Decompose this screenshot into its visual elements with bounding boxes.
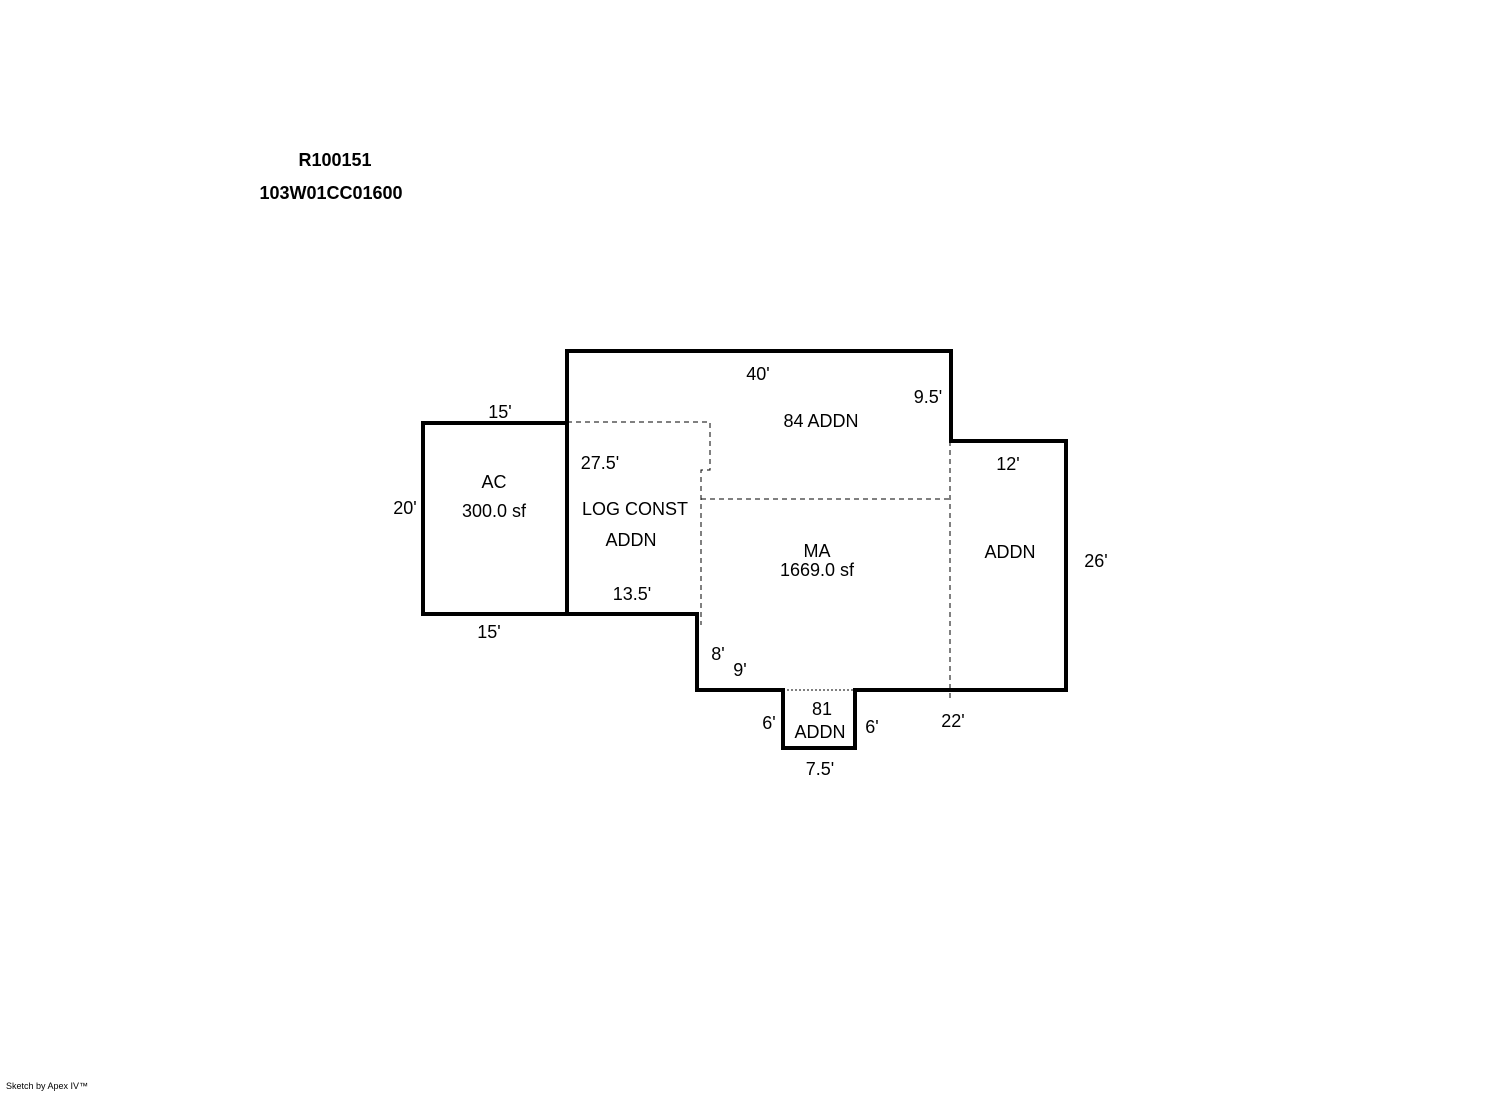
dim-step-9: 9' (733, 660, 746, 680)
ma-label: MA (804, 541, 831, 561)
dim-bump-right-6: 6' (865, 717, 878, 737)
addn-84-label: 84 ADDN (783, 411, 858, 431)
log-const-label: LOG CONST (582, 499, 688, 519)
log-const-boundary (567, 421, 711, 625)
dim-bottom-22: 22' (941, 711, 964, 731)
log-const-addn-label: ADDN (605, 530, 656, 550)
addn-81-label: ADDN (794, 722, 845, 742)
main-building-outline (565, 349, 1068, 750)
ma-size: 1669.0 sf (780, 560, 855, 580)
dim-step-8: 8' (711, 644, 724, 664)
account-id: R100151 (298, 150, 372, 170)
dim-log-275: 27.5' (581, 453, 619, 473)
addn-81-number: 81 (812, 699, 832, 719)
dim-bump-left-6: 6' (762, 713, 775, 733)
dim-ac-left: 20' (393, 498, 416, 518)
ac-label: AC (481, 472, 506, 492)
dim-ac-top: 15' (488, 402, 511, 422)
dim-bump-bottom-75: 7.5' (806, 759, 834, 779)
dim-right-26: 26' (1084, 551, 1107, 571)
ac-size: 300.0 sf (462, 501, 527, 521)
parcel-number: 103W01CC01600 (259, 183, 403, 203)
dim-ac-bottom: 15' (477, 622, 500, 642)
footer-credit: Sketch by Apex IV™ (6, 1081, 89, 1091)
dim-right-step-95: 9.5' (914, 387, 942, 407)
dim-right-12: 12' (996, 454, 1019, 474)
dim-log-135: 13.5' (613, 584, 651, 604)
dim-top-40: 40' (746, 364, 769, 384)
addn-right-label: ADDN (984, 542, 1035, 562)
